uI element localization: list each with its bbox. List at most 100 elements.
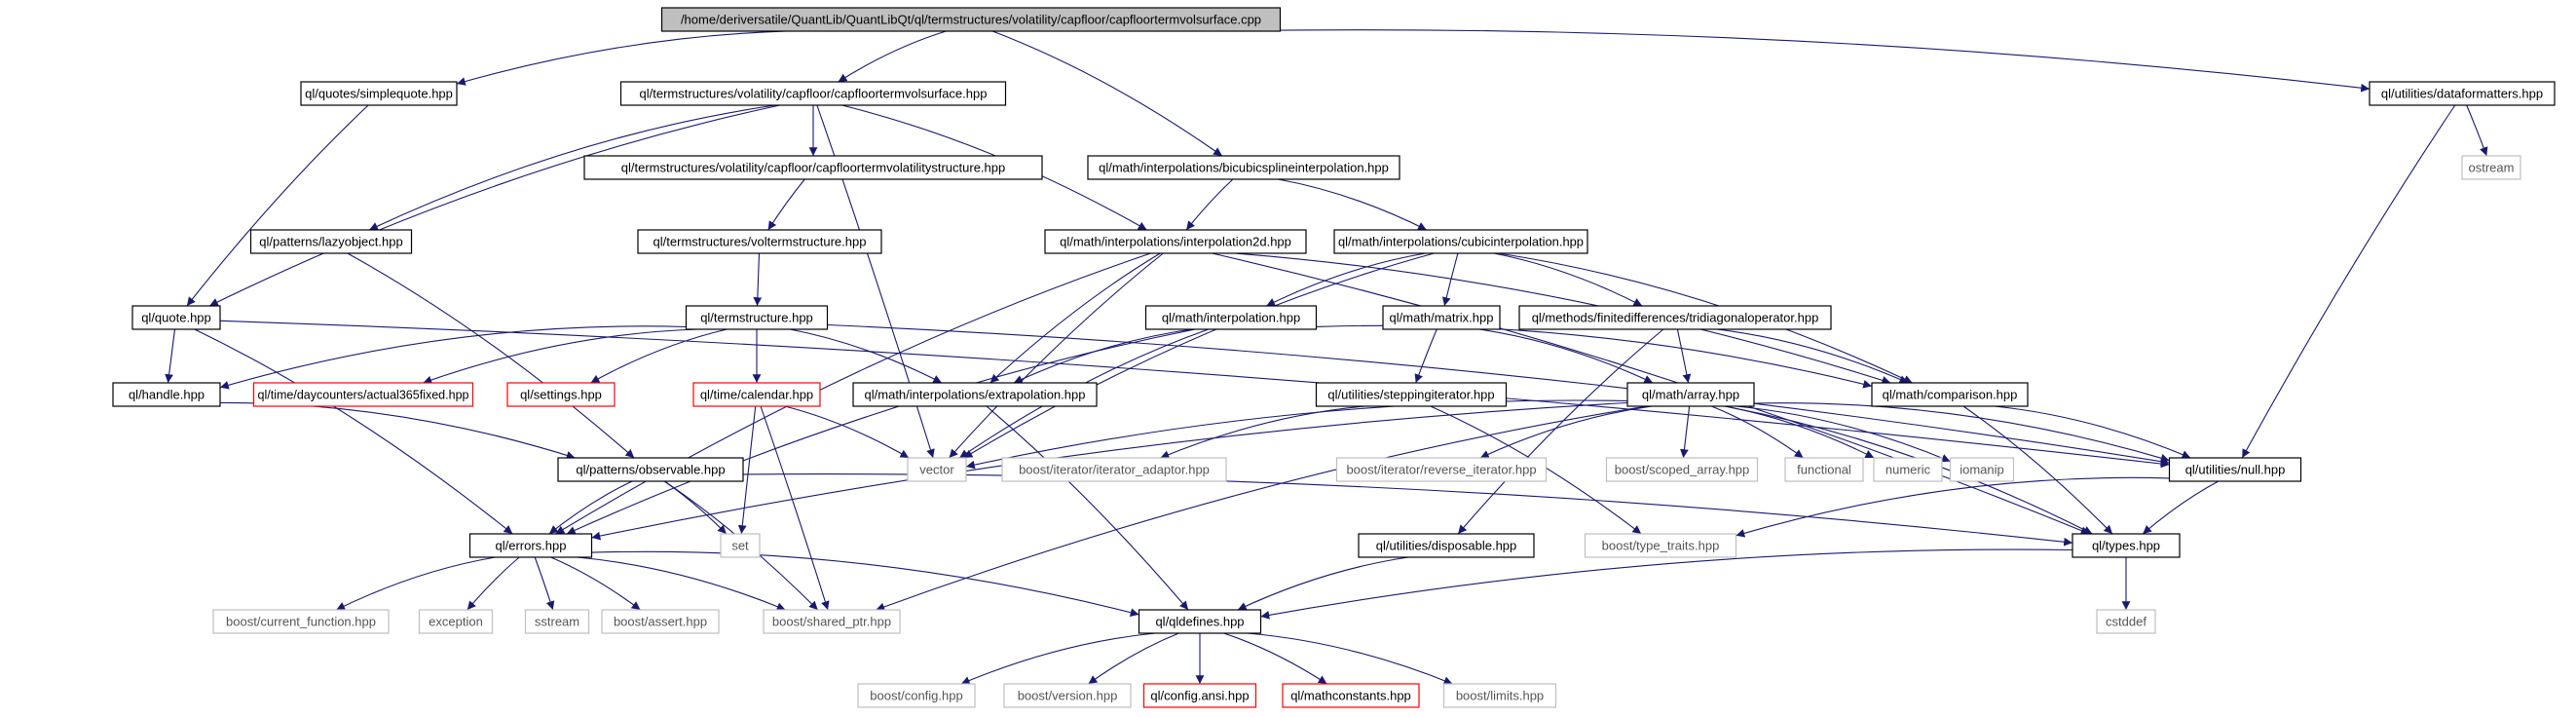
node-label: ql/time/calendar.hpp: [700, 388, 813, 402]
node-settings[interactable]: ql/settings.hpp: [506, 382, 616, 407]
node-tridiagonal[interactable]: ql/methods/finitedifferences/tridiagonal…: [1518, 305, 1832, 330]
edge-errors-to-qldefines: [591, 550, 1139, 617]
node-configansi[interactable]: ql/config.ansi.hpp: [1142, 683, 1257, 708]
node-types[interactable]: ql/types.hpp: [2072, 533, 2181, 558]
node-actual365[interactable]: ql/time/daycounters/actual365fixed.hpp: [252, 382, 474, 407]
node-box: [1138, 609, 1262, 634]
node-box: [2461, 155, 2521, 180]
node-calendar[interactable]: ql/time/calendar.hpp: [692, 382, 821, 407]
node-label: ql/types.hpp: [2092, 539, 2160, 553]
edge-quote-to-errors: [194, 328, 513, 535]
edge-cubicinterp-to-matrix: [1441, 252, 1459, 307]
edge-cftvs-hpp-to-vector: [816, 104, 935, 459]
node-functional: functional: [1784, 457, 1864, 482]
node-steppingiter[interactable]: ql/utilities/steppingiterator.hpp: [1315, 382, 1508, 407]
node-label: ql/math/interpolations/extrapolation.hpp: [865, 388, 1086, 402]
node-box: [1442, 683, 1557, 708]
edge-tridiagonal-to-disposable: [1457, 328, 1664, 535]
node-box: [1044, 229, 1307, 254]
edge-cftvs-hpp-to-quote: [208, 104, 781, 307]
edge-matrix-to-array: [1478, 328, 1654, 384]
node-disposable[interactable]: ql/utilities/disposable.hpp: [1358, 533, 1535, 558]
node-label: ql/math/interpolations/interpolation2d.h…: [1060, 235, 1291, 249]
node-lazyobject[interactable]: ql/patterns/lazyobject.hpp: [249, 229, 413, 254]
node-label: ql/utilities/steppingiterator.hpp: [1327, 388, 1494, 402]
edge-errors-to-sstream: [534, 556, 555, 611]
edge-array-to-types: [1724, 405, 2093, 535]
node-scopedarray: boost/scoped_array.hpp: [1605, 457, 1759, 482]
node-box: [212, 609, 390, 634]
node-matrix[interactable]: ql/math/matrix.hpp: [1382, 305, 1501, 330]
node-label: iomanip: [1960, 463, 2004, 477]
node-null[interactable]: ql/utilities/null.hpp: [2168, 457, 2302, 482]
edge-array-to-iomanip: [1736, 405, 1951, 463]
node-vector: vector: [907, 457, 967, 482]
node-box: [131, 305, 221, 330]
edge-termstructure-to-extrapolation: [789, 328, 943, 384]
edge-termstructure-to-settings: [590, 328, 728, 384]
edge-array-to-numeric: [1724, 405, 1875, 459]
node-box: [1382, 305, 1501, 330]
node-label: boost/type_traits.hpp: [1602, 539, 1720, 553]
node-box: [583, 155, 1043, 180]
node-interpolation[interactable]: ql/math/interpolation.hpp: [1144, 305, 1318, 330]
edge-interpolation2d-to-types: [1212, 252, 2090, 535]
node-box: [1087, 155, 1400, 180]
node-cftvstruct[interactable]: ql/termstructures/volatility/capfloor/ca…: [583, 155, 1043, 180]
node-cftvs-hpp[interactable]: ql/termstructures/volatility/capfloor/ca…: [619, 81, 1007, 106]
node-box: [1584, 533, 1737, 558]
node-box: [763, 609, 901, 634]
edge-cubicinterp-to-interpolation: [1266, 252, 1426, 307]
node-box: [1358, 533, 1535, 558]
node-label: boost/config.hpp: [870, 689, 962, 703]
node-root[interactable]: /home/deriversatile/QuantLib/QuantLibQt/…: [660, 7, 1282, 32]
node-observable[interactable]: ql/patterns/observable.hpp: [557, 457, 744, 482]
edge-null-to-typetraits: [1736, 476, 2170, 538]
node-box: [685, 305, 829, 330]
node-voltermstructure[interactable]: ql/termstructures/voltermstructure.hpp: [637, 229, 882, 254]
edge-root-to-simplequote: [456, 29, 878, 86]
node-comparison[interactable]: ql/math/comparison.hpp: [1871, 382, 2029, 407]
node-box: [1144, 305, 1318, 330]
edge-termstructure-to-actual365: [423, 328, 697, 385]
node-label: ql/methods/finitedifferences/tridiagonal…: [1532, 311, 1819, 325]
edge-cubicinterp-to-vector: [963, 252, 1435, 459]
node-box: [720, 533, 761, 558]
edge-tridiagonal-to-array: [1676, 328, 1692, 384]
node-box: [1003, 683, 1132, 708]
node-termstructure[interactable]: ql/termstructure.hpp: [685, 305, 829, 330]
node-qldefines[interactable]: ql/qldefines.hpp: [1138, 609, 1262, 634]
node-mathconstants[interactable]: ql/mathconstants.hpp: [1282, 683, 1420, 708]
node-bicubic[interactable]: ql/math/interpolations/bicubicsplineinte…: [1087, 155, 1400, 180]
edge-termstructure-to-handle: [219, 325, 687, 390]
node-box: [1335, 457, 1548, 482]
edge-observable-to-types: [742, 473, 2073, 547]
node-label: ql/math/interpolations/bicubicsplineinte…: [1099, 161, 1389, 175]
node-quote[interactable]: ql/quote.hpp: [131, 305, 221, 330]
node-label: ql/math/interpolations/cubicinterpolatio…: [1338, 235, 1584, 249]
node-interpolation2d[interactable]: ql/math/interpolations/interpolation2d.h…: [1044, 229, 1307, 254]
edge-errors-to-sharedptr: [577, 556, 786, 611]
node-errors[interactable]: ql/errors.hpp: [468, 533, 593, 558]
node-box: [1001, 457, 1227, 482]
edge-simplequote-to-quote: [186, 104, 369, 307]
node-label: ql/utilities/null.hpp: [2185, 463, 2286, 477]
node-dataformatters[interactable]: ql/utilities/dataformatters.hpp: [2369, 81, 2556, 106]
node-label: ql/termstructures/volatility/capfloor/ca…: [640, 87, 988, 101]
node-cubicinterp[interactable]: ql/math/interpolations/cubicinterpolatio…: [1333, 229, 1588, 254]
node-box: [692, 382, 821, 407]
node-array[interactable]: ql/math/array.hpp: [1626, 382, 1755, 407]
node-box: [2072, 533, 2181, 558]
node-extrapolation[interactable]: ql/math/interpolations/extrapolation.hpp: [852, 382, 1098, 407]
edge-interpolation2d-to-comparison: [1234, 252, 1891, 385]
node-label: ql/patterns/lazyobject.hpp: [259, 235, 402, 249]
node-simplequote[interactable]: ql/quotes/simplequote.hpp: [300, 81, 458, 106]
node-box: [557, 457, 744, 482]
edge-root-to-bicubic: [991, 30, 1223, 157]
node-iteradaptor: boost/iterator/iterator_adaptor.hpp: [1001, 457, 1227, 482]
edge-null-to-types: [2142, 480, 2220, 535]
node-label: ql/quotes/simplequote.hpp: [305, 87, 453, 101]
node-sstream: sstream: [524, 609, 590, 634]
node-handle[interactable]: ql/handle.hpp: [112, 382, 221, 407]
